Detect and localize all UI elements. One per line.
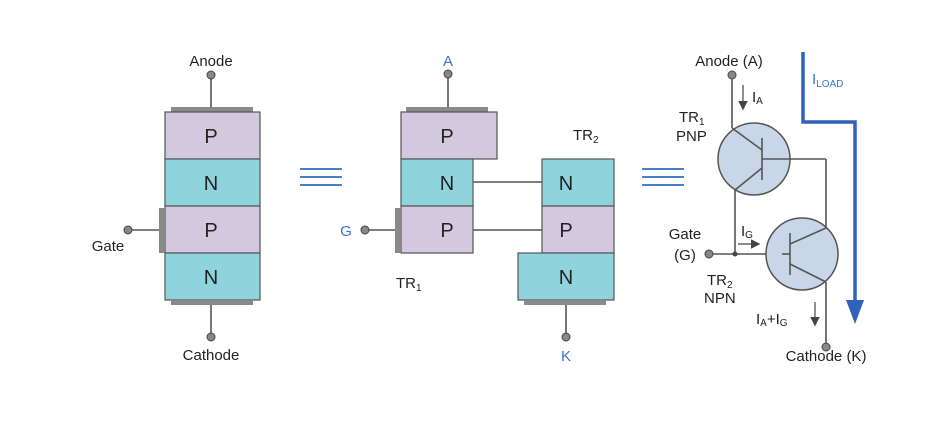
- tr2-layer-n: [541, 158, 615, 207]
- sch-tr1-type: PNP: [676, 128, 707, 145]
- mid-anode-terminal: [443, 69, 453, 79]
- anode-contact: [171, 107, 253, 112]
- layer-p1-label: P: [204, 126, 217, 148]
- iload-label: ILOAD: [812, 71, 843, 90]
- iload-path: [801, 52, 857, 310]
- layer-p2-label: P: [204, 220, 217, 242]
- layer-n1: [164, 158, 261, 207]
- anode-label: Anode: [189, 53, 232, 70]
- equivalence-sign-2: [642, 168, 684, 186]
- tr2-label: TR2: [573, 127, 599, 146]
- mid-gate-contact: [395, 208, 401, 253]
- anode-terminal: [206, 70, 216, 80]
- right-schematic: Anode (A) IA TR1 PNP Gate (G) IG TR2 NPN: [669, 52, 867, 365]
- sch-tr2-type: NPN: [704, 290, 736, 307]
- sch-cathode-label: Cathode (K): [786, 348, 867, 365]
- cathode-label: Cathode: [183, 347, 240, 364]
- iaig-label: IA+IG: [756, 311, 788, 329]
- left-structure: Anode P N P N Gate Cathode: [92, 53, 261, 364]
- gate-label: Gate: [92, 238, 125, 255]
- tr2-collector: [789, 227, 827, 245]
- cathode-terminal: [206, 332, 216, 342]
- gate-terminal: [123, 225, 133, 235]
- sch-anode-label: Anode (A): [695, 53, 763, 70]
- ia-label: IA: [752, 89, 763, 107]
- sch-gate-label-2: (G): [674, 247, 696, 264]
- sch-anode-terminal: [727, 70, 737, 80]
- gate-contact: [159, 208, 165, 253]
- mid-anode-label: A: [443, 53, 453, 70]
- tr2-npn-symbol: [765, 217, 839, 291]
- tr1-layer-p: [400, 111, 498, 160]
- middle-structure: A P N P G TR1 N P N TR2 K: [340, 53, 615, 365]
- tr1-label: TR1: [396, 275, 422, 294]
- tr2-n2-label: N: [559, 267, 573, 289]
- layer-n2: [164, 252, 261, 301]
- tr1-emitter: [731, 127, 763, 151]
- tr1-p-label: P: [440, 126, 453, 148]
- mid-cathode-terminal: [561, 332, 571, 342]
- tr2-n-label: N: [559, 173, 573, 195]
- layer-n2-label: N: [204, 267, 218, 289]
- layer-n1-label: N: [204, 173, 218, 195]
- sch-tr2-label: TR2: [707, 272, 733, 291]
- equivalence-sign-1: [300, 168, 342, 186]
- ig-label: IG: [741, 223, 753, 241]
- junction-dot: [732, 251, 738, 257]
- tr1-n-label: N: [440, 173, 454, 195]
- sch-gate-terminal: [704, 249, 714, 259]
- mid-cathode-contact: [524, 300, 606, 305]
- tr2-layer-n2: [517, 252, 615, 301]
- tr1-layer-n: [400, 158, 474, 207]
- tr2-layer-p: [541, 205, 615, 254]
- tr1-collector: [734, 167, 763, 191]
- mid-gate-terminal: [360, 225, 370, 235]
- iload-arrowhead: [846, 300, 864, 324]
- mid-gate-label: G: [340, 223, 352, 240]
- tr1-p2-label: P: [440, 220, 453, 242]
- sch-tr1-label: TR1: [679, 109, 705, 128]
- cathode-contact: [171, 300, 253, 305]
- tr1-layer-p2: [400, 205, 474, 254]
- sch-cathode-terminal: [821, 342, 831, 352]
- sch-gate-label-1: Gate: [669, 226, 702, 243]
- mid-anode-contact: [406, 107, 488, 112]
- tr2-emitter: [789, 263, 827, 283]
- tr2-p-label: P: [559, 220, 572, 242]
- mid-cathode-label: K: [561, 348, 571, 365]
